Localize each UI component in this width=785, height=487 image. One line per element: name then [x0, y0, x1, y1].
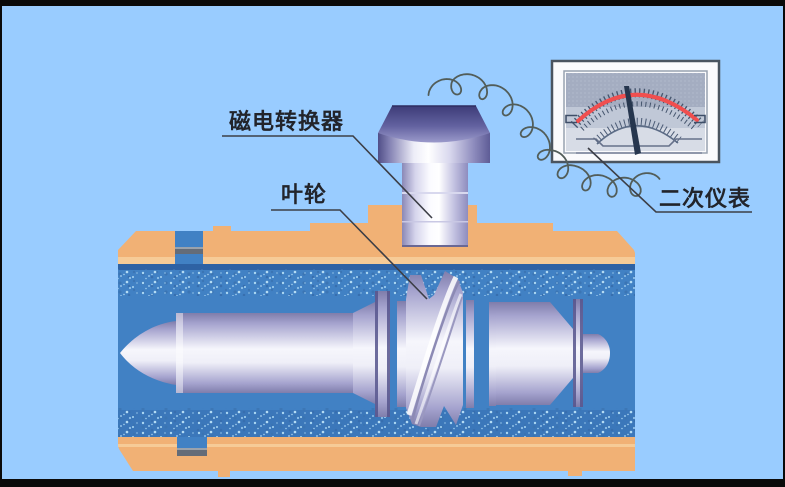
- tail-cone: [598, 334, 610, 373]
- bolt-bottom-edge: [402, 245, 468, 247]
- top-slot-port: [175, 231, 203, 264]
- right-border-bar: [783, 6, 785, 479]
- pipe-top-inner-highlight: [118, 257, 635, 264]
- slot-plug: [177, 448, 207, 456]
- leader-line-impeller: [271, 209, 428, 300]
- slot-fluid: [175, 231, 203, 247]
- meter-lower-arc-line: [596, 124, 679, 145]
- bolt-cap-dome: [378, 106, 490, 143]
- meter-needle: [624, 86, 641, 155]
- fluid-dark-top-edge: [118, 264, 635, 270]
- diagram-labels: 磁电转换器 叶轮 二次仪表: [229, 109, 751, 211]
- bolt-body: [402, 163, 468, 247]
- spacer-ring-right1: [466, 300, 474, 408]
- label-impeller: 叶轮: [281, 182, 327, 207]
- bearing-disc-right: [573, 299, 583, 407]
- slot-plug-highlight: [177, 448, 207, 450]
- blade-highlight: [414, 293, 463, 425]
- shaft-flare: [353, 302, 375, 404]
- label-converter: 磁电转换器: [229, 109, 344, 134]
- slot-plug: [175, 247, 203, 254]
- rear-cone: [550, 302, 573, 405]
- rear-hub: [496, 302, 550, 405]
- shaft-body: [176, 313, 353, 393]
- slot-fluid: [175, 254, 203, 264]
- tail-stub: [583, 334, 598, 373]
- pipe-body: [118, 205, 635, 477]
- meter-end-bracket-left: [565, 114, 577, 124]
- rotor-assembly: [120, 271, 610, 427]
- meter-scale-red-arc: [576, 92, 699, 123]
- bolt-body-seam2: [402, 221, 468, 223]
- bottom-border-bar: [0, 479, 785, 487]
- disc-edge: [375, 291, 378, 417]
- pipe-top-wall: [118, 205, 635, 264]
- bearing-disc-left: [375, 291, 390, 417]
- blade-highlight: [406, 275, 459, 416]
- meter-face-mid: [566, 107, 705, 128]
- spacer-ring-left: [397, 301, 407, 407]
- leader-lines: [222, 135, 752, 300]
- nose-cone: [120, 321, 176, 385]
- bottom-slot-port: [177, 437, 207, 456]
- impeller-wheel: [406, 271, 463, 427]
- blade-edge: [410, 280, 461, 422]
- left-border-bar: [0, 6, 2, 479]
- leader-line-secondary-meter: [587, 147, 752, 213]
- disc-edge: [573, 299, 576, 407]
- magnetoelectric-converter: [378, 105, 490, 247]
- top-border-bar: [0, 0, 785, 6]
- leader-line-converter: [222, 135, 433, 219]
- slot-fluid: [177, 437, 207, 448]
- label-secondary-meter: 二次仪表: [659, 186, 751, 211]
- pipe-bottom-inner-highlight: [118, 444, 635, 447]
- meter-end-bracket-right: [694, 114, 706, 124]
- disc-edge: [580, 299, 583, 407]
- signal-coil-cable: [427, 73, 661, 198]
- secondary-meter: [550, 59, 721, 164]
- slot-plug-highlight: [175, 247, 203, 249]
- shaft-face-highlight: [176, 313, 183, 393]
- blade-edge: [418, 296, 463, 427]
- disc-edge: [387, 291, 390, 417]
- spacer-ring-right2: [489, 302, 496, 406]
- bolt-body-seam: [402, 192, 468, 194]
